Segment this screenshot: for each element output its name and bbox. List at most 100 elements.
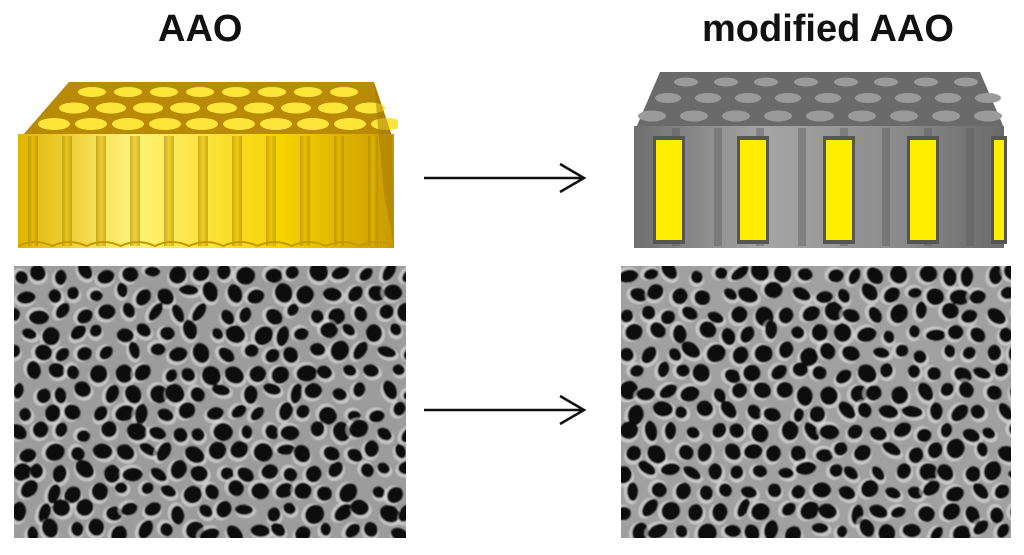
pore: [359, 267, 373, 282]
pore: [765, 445, 781, 462]
column-groove: [62, 136, 72, 246]
pore: [861, 283, 878, 301]
pore: [907, 287, 922, 298]
pore: [192, 266, 210, 282]
pore: [364, 440, 379, 458]
pore: [843, 466, 859, 480]
pore: [330, 340, 349, 361]
pore: [309, 342, 326, 356]
pore: [70, 521, 84, 537]
pore-hole: [754, 77, 778, 87]
pore: [295, 404, 310, 419]
pore: [1003, 266, 1011, 281]
pore: [63, 486, 82, 504]
pore: [973, 519, 989, 535]
pore: [267, 507, 281, 522]
pore: [838, 486, 856, 500]
pore: [626, 482, 639, 502]
pore: [52, 465, 67, 483]
pore: [951, 404, 969, 422]
pore: [856, 327, 877, 343]
pore: [74, 381, 92, 398]
pore: [29, 266, 46, 281]
pore: [626, 445, 642, 461]
pore: [220, 309, 235, 325]
pore: [181, 368, 196, 382]
column-groove: [232, 136, 242, 246]
pore: [676, 364, 690, 377]
pore: [305, 504, 325, 525]
column-groove: [334, 136, 344, 246]
pore: [290, 383, 303, 404]
pore-hole: [895, 93, 921, 103]
pore: [724, 368, 741, 384]
pore: [988, 266, 1003, 285]
pore-hole: [114, 87, 142, 97]
pore: [88, 518, 105, 536]
pore-hole: [914, 77, 938, 87]
pore: [265, 268, 283, 283]
pore: [973, 367, 991, 379]
pore: [883, 330, 895, 344]
pore: [168, 266, 187, 284]
pore: [837, 289, 851, 304]
pore: [976, 442, 988, 457]
pore-hole: [722, 110, 750, 122]
pore: [122, 266, 139, 283]
yellow-filling: [910, 140, 936, 240]
pore: [627, 404, 644, 426]
pore: [276, 444, 296, 455]
pore: [819, 424, 840, 440]
pore: [253, 442, 273, 462]
pore: [675, 482, 691, 500]
pore: [173, 427, 188, 443]
pore: [970, 404, 986, 419]
pore: [721, 328, 736, 346]
pore-hole: [318, 102, 348, 114]
pore: [14, 501, 27, 522]
pore: [965, 506, 981, 524]
pore: [28, 310, 49, 325]
pore: [397, 302, 406, 322]
pore: [254, 325, 273, 346]
pore: [141, 482, 154, 495]
pore: [871, 466, 885, 481]
pore: [353, 341, 368, 360]
pore: [199, 527, 220, 538]
pore: [960, 266, 974, 288]
pore: [896, 463, 912, 480]
pore: [192, 343, 210, 364]
pore: [949, 289, 971, 305]
pore: [122, 302, 136, 319]
pore: [659, 384, 677, 399]
pore: [398, 504, 406, 522]
pore: [21, 328, 37, 340]
pore-hole: [78, 87, 106, 97]
pore: [244, 343, 259, 358]
pore: [791, 326, 805, 339]
pore-hole: [170, 102, 200, 114]
pore: [261, 464, 279, 480]
pore: [41, 327, 60, 346]
pore: [812, 482, 831, 498]
pore: [101, 421, 117, 438]
pore: [941, 302, 959, 320]
pore: [621, 269, 639, 283]
pore-hole: [297, 118, 329, 130]
pore: [942, 268, 957, 287]
pore: [170, 505, 185, 525]
pore: [14, 462, 32, 482]
pore: [201, 366, 222, 386]
pore: [866, 266, 883, 285]
pore: [275, 482, 294, 499]
pore: [869, 504, 888, 519]
pore-hole: [674, 77, 698, 87]
pore: [66, 365, 80, 380]
pore: [45, 443, 65, 462]
pore: [241, 425, 253, 439]
pore: [144, 502, 162, 517]
pore: [349, 419, 369, 438]
pore: [651, 482, 667, 498]
pore-hole: [294, 87, 322, 97]
pore: [797, 267, 813, 281]
